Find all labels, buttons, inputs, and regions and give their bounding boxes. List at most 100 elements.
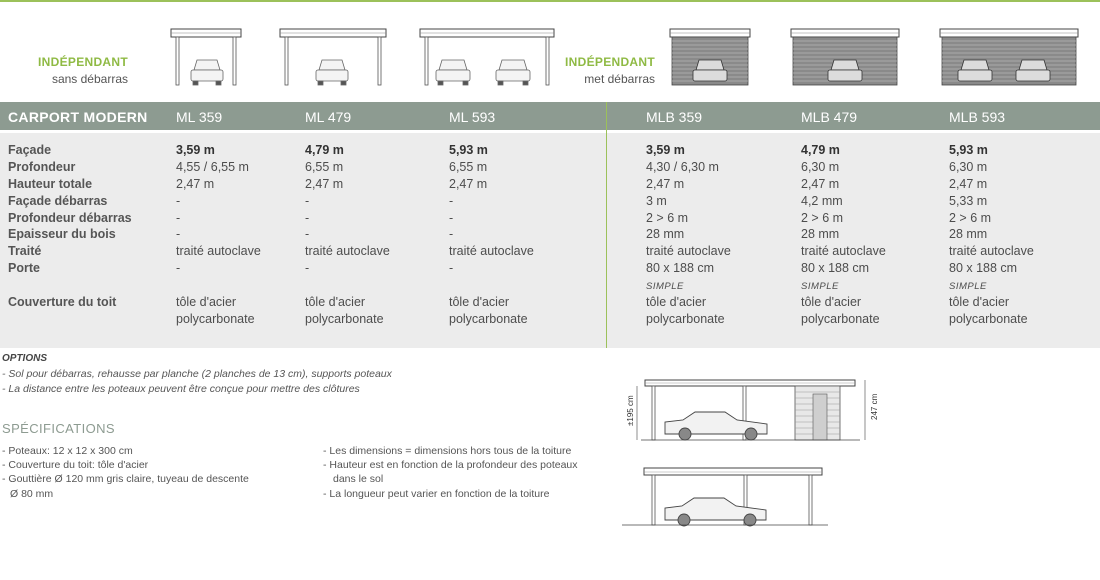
carport-ml479-thumbnail (279, 28, 387, 86)
side-view-diagram-without-storage (622, 467, 828, 527)
table-cell: - (449, 194, 454, 208)
table-cell: - (449, 227, 454, 241)
category-title: INDÉPENDANT (565, 55, 655, 69)
table-cell: 2,47 m (176, 177, 215, 191)
table-cell: polycarbonate (801, 312, 880, 326)
door-type-label: SIMPLE (949, 281, 987, 292)
table-cell: tôle d'acier (949, 295, 1010, 309)
table-cell: tôle d'acier (801, 295, 862, 309)
table-cell: traité autoclave (176, 244, 261, 258)
table-cell: 2,47 m (801, 177, 840, 191)
table-cell: polycarbonate (949, 312, 1028, 326)
table-cell: 3,59 m (176, 143, 215, 157)
table-cell: 28 mm (949, 227, 988, 241)
table-cell: 6,55 m (449, 160, 488, 174)
table-cell: - (305, 211, 310, 225)
table-cell: 2,47 m (449, 177, 488, 191)
table-cell: - (176, 227, 181, 241)
table-cell: - (449, 261, 454, 275)
spec-line: dans le sol (333, 473, 384, 485)
row-label: Façade (8, 143, 52, 157)
table-cell: 2,47 m (646, 177, 685, 191)
car-front-icon (827, 59, 863, 82)
row-label: Traité (8, 244, 42, 258)
row-label: Couverture du toit (8, 295, 117, 309)
model-header-ml479: ML 479 (305, 109, 352, 125)
car-front-icon (495, 59, 531, 86)
top-accent-line (0, 0, 1100, 2)
row-label: Façade débarras (8, 194, 108, 208)
options-title: OPTIONS (2, 353, 48, 364)
table-cell: 28 mm (646, 227, 685, 241)
category-with-storage: INDÉPENDANT met débarras (545, 54, 655, 88)
column-group-separator (606, 102, 607, 348)
car-side-icon (664, 411, 768, 441)
table-cell: traité autoclave (949, 244, 1034, 258)
divider (0, 130, 1100, 133)
table-cell: 2 > 6 m (801, 211, 844, 225)
table-cell: - (305, 261, 310, 275)
car-side-icon (664, 497, 767, 527)
door-type-label: SIMPLE (801, 281, 839, 292)
table-cell: - (305, 227, 310, 241)
table-cell: 5,33 m (949, 194, 988, 208)
table-cell: tôle d'acier (449, 295, 510, 309)
table-cell: 3 m (646, 194, 667, 208)
table-cell: traité autoclave (449, 244, 534, 258)
category-subtitle: sans débarras (51, 72, 128, 86)
carport-ml593-thumbnail (419, 28, 555, 86)
carport-ml359-thumbnail (170, 28, 242, 86)
door-type-label: SIMPLE (646, 281, 684, 292)
table-cell: traité autoclave (801, 244, 886, 258)
table-cell: traité autoclave (305, 244, 390, 258)
options-line: - La distance entre les poteaux peuvent … (2, 383, 360, 395)
category-subtitle: met débarras (584, 72, 655, 86)
table-cell: 80 x 188 cm (646, 261, 715, 275)
table-cell: polycarbonate (449, 312, 528, 326)
specifications-title: SPÉCIFICATIONS (2, 421, 115, 436)
carport-mlb359-thumbnail (669, 28, 751, 86)
car-front-icon (957, 59, 993, 82)
table-cell: 80 x 188 cm (949, 261, 1018, 275)
table-cell: - (176, 261, 181, 275)
row-label: Profondeur (8, 160, 76, 174)
side-view-diagram-with-storage: ±195 cm 247 cm (626, 379, 879, 441)
spec-table (0, 133, 1100, 348)
row-label: Porte (8, 261, 40, 275)
model-header-ml593: ML 593 (449, 109, 496, 125)
table-cell: 2 > 6 m (646, 211, 689, 225)
table-cell: 6,30 m (801, 160, 840, 174)
table-cell: 28 mm (801, 227, 840, 241)
table-title: CARPORT MODERN (8, 109, 148, 125)
car-front-icon (190, 59, 224, 86)
table-cell: traité autoclave (646, 244, 731, 258)
category-title: INDÉPENDANT (38, 55, 128, 69)
table-cell: 80 x 188 cm (801, 261, 870, 275)
table-cell: 5,93 m (449, 143, 488, 157)
table-cell: 2,47 m (949, 177, 988, 191)
dimension-label: ±195 cm (626, 395, 635, 426)
dimension-label: 247 cm (870, 393, 879, 420)
table-cell: 4,30 / 6,30 m (646, 160, 719, 174)
carport-mlb593-thumbnail (939, 28, 1079, 86)
table-cell: 4,55 / 6,55 m (176, 160, 249, 174)
door-icon (812, 393, 828, 441)
spec-line: - Couverture du toit: tôle d'acier (2, 459, 149, 471)
row-label: Profondeur débarras (8, 211, 132, 225)
car-front-icon (692, 59, 728, 82)
carport-mlb479-thumbnail (790, 28, 900, 86)
table-header-bar: CARPORT MODERN ML 359 ML 479 ML 593 MLB … (0, 102, 1100, 130)
table-cell: tôle d'acier (305, 295, 366, 309)
row-label: Hauteur totale (8, 177, 93, 191)
table-cell: tôle d'acier (646, 295, 707, 309)
table-cell: tôle d'acier (176, 295, 237, 309)
options-line: - Sol pour débarras, rehausse par planch… (2, 368, 392, 380)
table-cell: 4,79 m (305, 143, 344, 157)
car-front-icon (435, 59, 471, 86)
spec-line: Ø 80 mm (10, 488, 54, 500)
model-header-mlb359: MLB 359 (646, 109, 703, 125)
table-cell: polycarbonate (176, 312, 255, 326)
table-cell: - (176, 211, 181, 225)
table-cell: 2,47 m (305, 177, 344, 191)
spec-line: - Poteaux: 12 x 12 x 300 cm (2, 445, 133, 457)
